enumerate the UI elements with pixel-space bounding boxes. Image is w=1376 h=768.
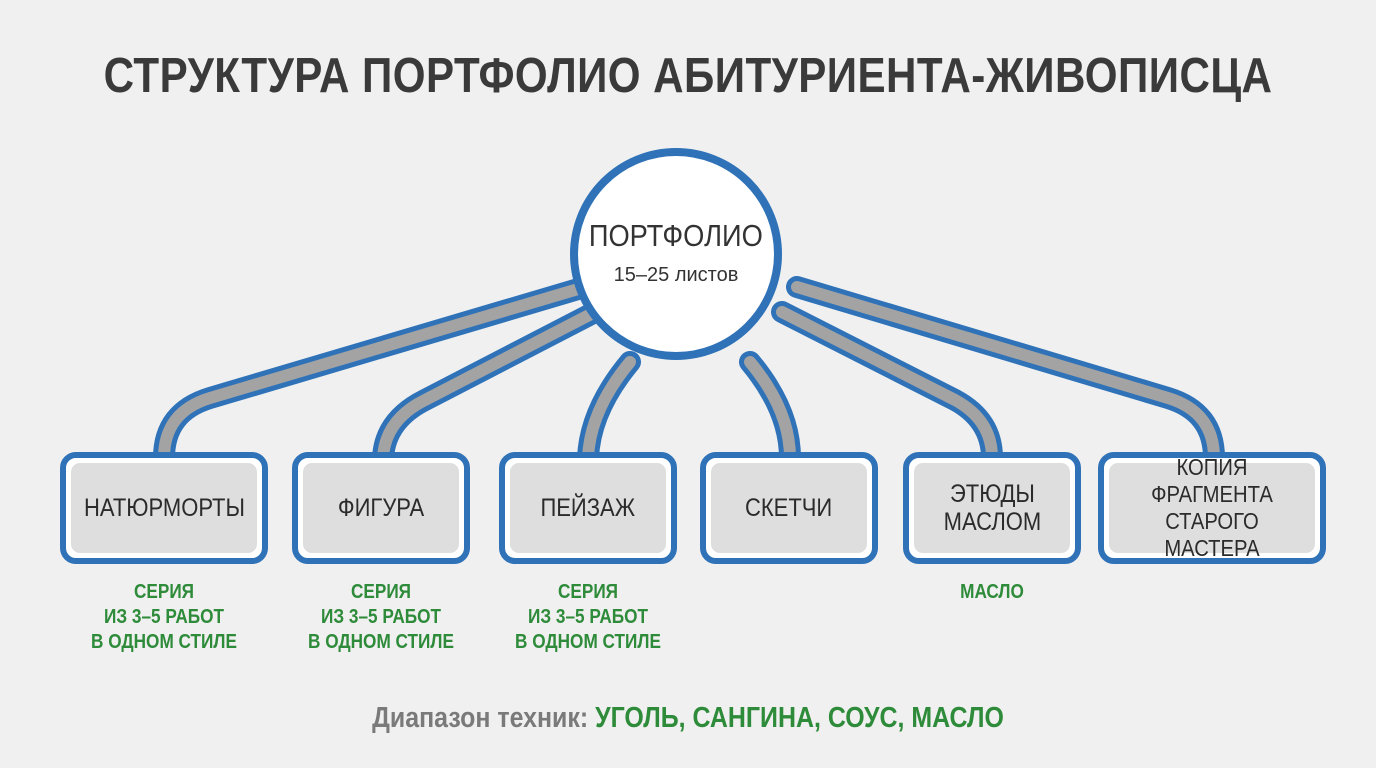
connector-kopiya <box>786 276 1225 469</box>
category-label: СКЕТЧИ <box>745 494 833 522</box>
portfolio-hub: ПОРТФОЛИО 15–25 листов <box>570 148 782 360</box>
footer-label: Диапазон техник: <box>372 702 589 734</box>
hub-title: ПОРТФОЛИО <box>589 217 763 253</box>
category-natyurmorty: НАТЮРМОРТЫ <box>60 452 268 564</box>
techniques-footer: Диапазон техник: УГОЛЬ, САНГИНА, СОУС, М… <box>96 702 1279 735</box>
category-note-natyurmorty: СЕРИЯ ИЗ 3–5 РАБОТ В ОДНОМ СТИЛЕ <box>91 581 237 653</box>
hub-subtitle: 15–25 листов <box>613 263 739 286</box>
diagram-title: СТРУКТУРА ПОРТФОЛИО АБИТУРИЕНТА-ЖИВОПИСЦ… <box>103 49 1273 103</box>
category-etyudy-maslom: ЭТЮДЫ МАСЛОМ <box>903 452 1081 564</box>
category-sketchi: СКЕТЧИ <box>700 452 878 564</box>
category-figura: ФИГУРА <box>292 452 470 564</box>
category-note-peyzazh: СЕРИЯ ИЗ 3–5 РАБОТ В ОДНОМ СТИЛЕ <box>515 581 661 653</box>
footer-value: УГОЛЬ, САНГИНА, СОУС, МАСЛО <box>595 702 1004 734</box>
category-kopiya: КОПИЯ ФРАГМЕНТА СТАРОГО МАСТЕРА <box>1098 452 1326 564</box>
category-label: ФИГУРА <box>337 494 425 522</box>
connector-natyurmorty <box>153 276 596 469</box>
category-label: ЭТЮДЫ МАСЛОМ <box>943 480 1041 536</box>
category-note-figura: СЕРИЯ ИЗ 3–5 РАБОТ В ОДНОМ СТИЛЕ <box>308 581 454 653</box>
category-note-etyudy-maslom: МАСЛО <box>960 581 1024 603</box>
category-label: КОПИЯ ФРАГМЕНТА СТАРОГО МАСТЕРА <box>1151 453 1273 562</box>
category-peyzazh: ПЕЙЗАЖ <box>499 452 677 564</box>
category-label: ПЕЙЗАЖ <box>540 494 636 522</box>
category-label: НАТЮРМОРТЫ <box>83 494 245 522</box>
